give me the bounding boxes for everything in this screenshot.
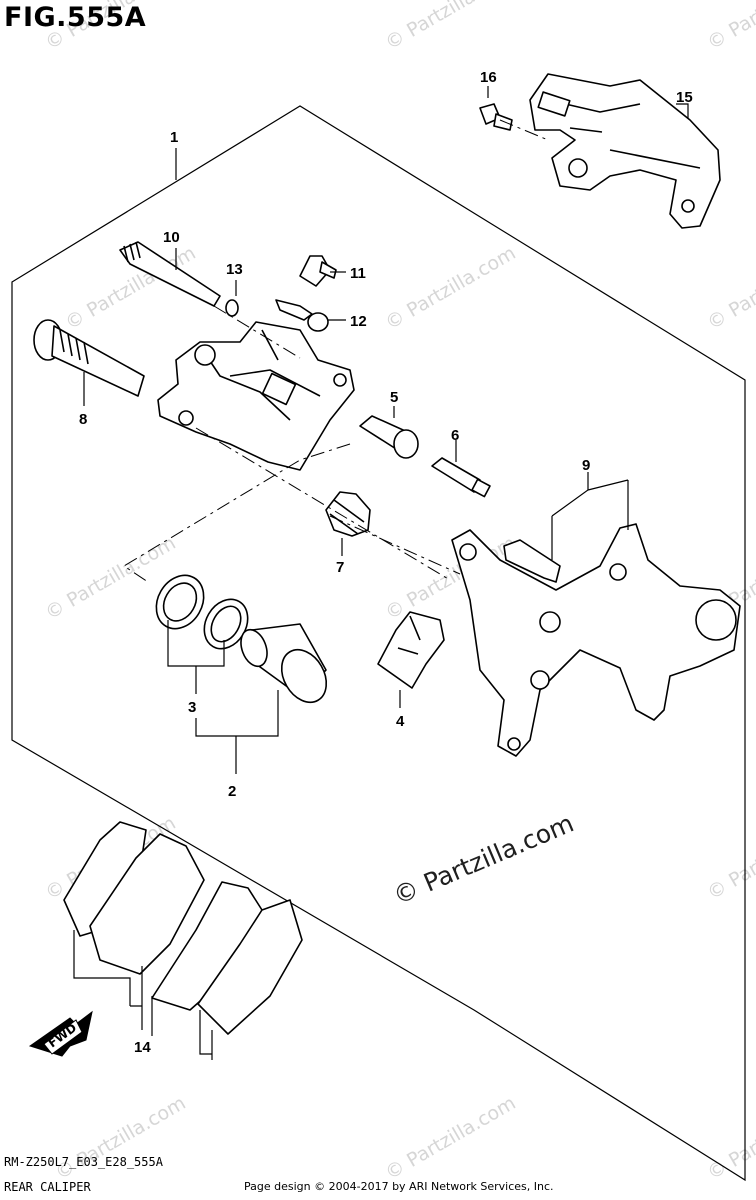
boot-part	[325, 491, 371, 537]
callout-13: 13	[226, 261, 243, 278]
copyright-label: Page design © 2004-2017 by ARI Network S…	[244, 1180, 554, 1193]
o-ring-part	[225, 299, 239, 317]
callout-1: 1	[170, 129, 178, 146]
pad-spring-part	[503, 539, 561, 583]
bleeder-part	[299, 255, 337, 287]
fwd-arrow: FWD	[28, 1010, 93, 1057]
watermark: © Partzilla.com	[382, 0, 520, 54]
watermark: © Partzilla.com	[382, 242, 520, 334]
bracket-part	[529, 73, 721, 229]
main-watermark: © Partzilla.com	[389, 808, 578, 910]
callout-3: 3	[188, 699, 196, 716]
page-title: FIG.555A	[4, 2, 147, 33]
callout-6: 6	[451, 427, 459, 444]
callout-11: 11	[350, 265, 366, 282]
watermark: © Partzilla.com	[52, 1092, 190, 1184]
callout-5: 5	[390, 389, 398, 406]
callout-10: 10	[163, 229, 180, 246]
caliper-bracket-part	[451, 523, 741, 757]
callout-15: 15	[676, 89, 693, 106]
pin-part	[119, 241, 221, 307]
callout-12: 12	[350, 313, 367, 330]
seal-part	[155, 574, 205, 630]
watermark: © Partzilla.com	[704, 812, 756, 904]
callouts: 1 2 3 4 5 6 7 8 9 10 11 12 13 14 15 16	[79, 69, 693, 1056]
watermark: © Partzilla.com	[382, 1092, 520, 1184]
figure-name-label: REAR CALIPER	[4, 1180, 91, 1194]
seal-part	[203, 598, 249, 650]
brake-pad-part	[151, 881, 303, 1035]
callout-14: 14	[134, 1039, 151, 1056]
leader-lines	[73, 86, 689, 1060]
cap-part	[275, 299, 329, 332]
piston-part	[240, 623, 328, 704]
assembly-outline	[11, 105, 746, 1182]
bolt-part	[479, 103, 513, 131]
callout-8: 8	[79, 411, 87, 428]
watermark: © Partzilla.com	[704, 0, 756, 54]
support-pin-part	[431, 457, 491, 498]
callout-2: 2	[228, 783, 236, 800]
callout-16: 16	[480, 69, 497, 86]
clip-part	[377, 611, 445, 689]
figure-code-label: RM-Z250L7_E03_E28_555A	[4, 1155, 163, 1169]
brake-pad-part	[63, 821, 205, 975]
callout-4: 4	[396, 713, 405, 730]
callout-9: 9	[582, 457, 590, 474]
callout-7: 7	[336, 559, 344, 576]
sleeve-part	[359, 415, 419, 459]
caliper-body-part	[157, 321, 355, 471]
guide-pin-part	[33, 319, 145, 397]
watermark: © Partzilla.com	[704, 242, 756, 334]
